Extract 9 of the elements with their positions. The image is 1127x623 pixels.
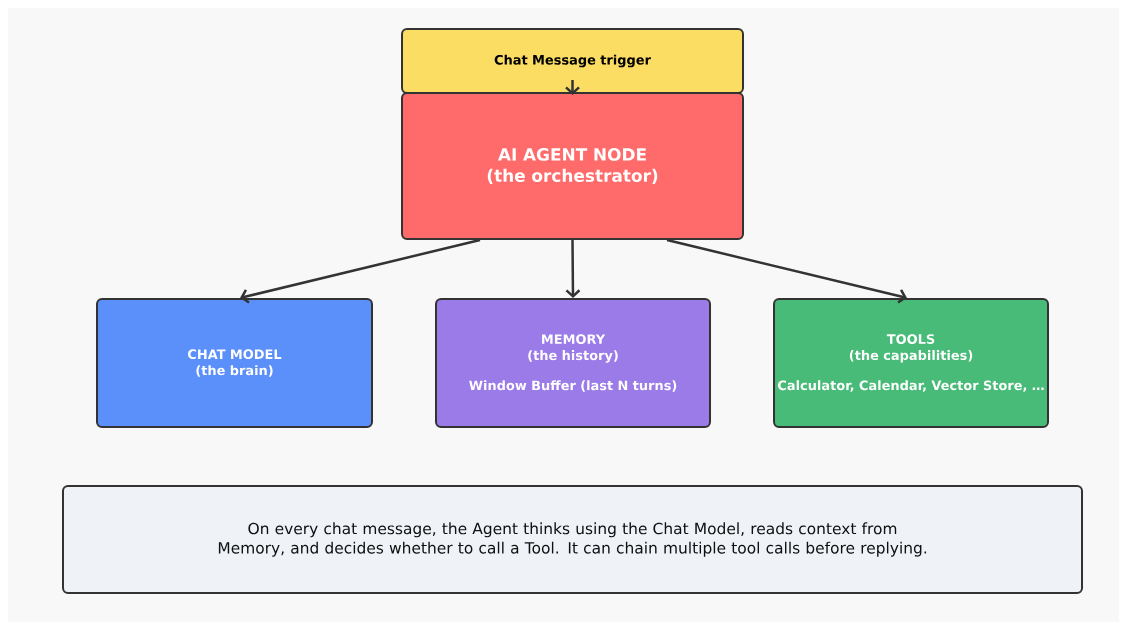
agent-box: AI AGENT NODE (the orchestrator) [401, 92, 744, 240]
component-box: TOOLS (the capabilities) Calculator, Calendar, Vector Store, … [773, 298, 1049, 428]
trigger-box: Chat Message trigger [401, 28, 744, 94]
note-box: On every chat message, the Agent thinks using the Chat Model, reads context from Memory, and decides whether to call a Tool. It can chain multiple tool calls before replying. [62, 485, 1083, 594]
arrow [666, 238, 907, 304]
component-box: CHAT MODEL (the brain) [96, 298, 373, 428]
component-box: MEMORY (the history) Window Buffer (last N turns) [435, 298, 711, 428]
arrow [565, 240, 581, 298]
arrow [240, 238, 481, 304]
